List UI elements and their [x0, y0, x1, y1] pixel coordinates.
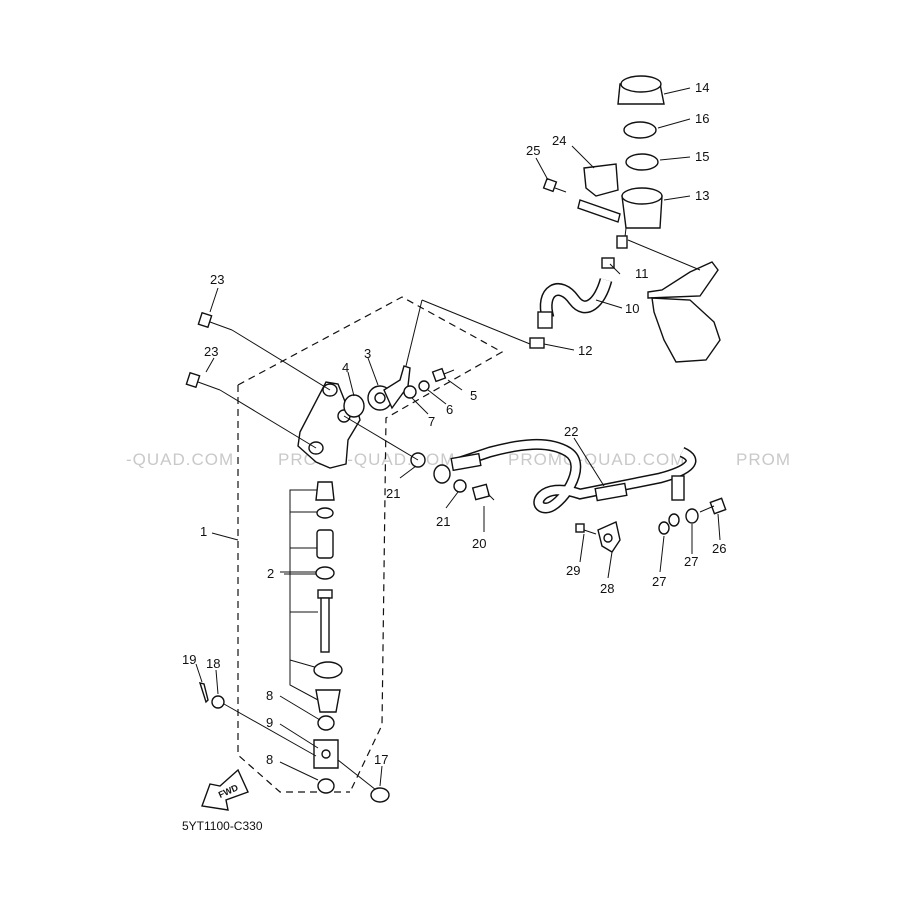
callout-26: 26	[712, 541, 726, 556]
callout-3: 3	[364, 346, 371, 361]
watermark-text-2: PROMO-QUAD.COM	[278, 450, 455, 469]
callout-1: 1	[200, 524, 207, 539]
washer-27-right	[685, 508, 699, 524]
reservoir-holder-24	[577, 163, 621, 223]
bolt-23-lower	[185, 371, 317, 449]
callout-25: 25	[526, 143, 540, 158]
washer-27-left	[658, 521, 670, 535]
plate-15	[625, 153, 659, 171]
hose-end	[537, 311, 553, 329]
callout-12: 12	[578, 343, 592, 358]
leader-1	[211, 532, 239, 541]
watermark-text-4: PROM	[736, 450, 791, 469]
callout-20: 20	[472, 536, 486, 551]
callout-19: 19	[182, 652, 196, 667]
callout-27-right: 27	[684, 554, 698, 569]
callout-labels: 1 2 3 4 5 6 7 8 9 8 10 11 12 13 14 15 16…	[182, 80, 726, 767]
callout-6: 6	[446, 402, 453, 417]
nut-8-lower	[317, 778, 335, 794]
callout-18: 18	[206, 656, 220, 671]
washer-21-lower	[453, 479, 467, 493]
washer-27-middle	[668, 513, 680, 527]
callout-7: 7	[428, 414, 435, 429]
bolt-29	[575, 523, 597, 535]
washer-7	[403, 385, 417, 399]
clip-12	[529, 337, 545, 349]
washer-18	[211, 695, 225, 709]
callout-11: 11	[635, 266, 649, 281]
clip-11	[601, 257, 615, 269]
callout-22: 22	[564, 424, 578, 439]
forward-direction-arrow: FWD	[201, 768, 249, 811]
pin-17	[337, 759, 390, 803]
diaphragm-16	[623, 121, 657, 139]
callout-23-lower: 23	[204, 344, 218, 359]
callout-16: 16	[695, 111, 709, 126]
assembly-boundary	[237, 296, 504, 793]
banjo-end	[433, 464, 451, 484]
leader-2-bracket	[280, 489, 319, 701]
o-ring-4	[343, 394, 365, 418]
callout-8-upper: 8	[266, 688, 273, 703]
union-bolt-20	[471, 483, 495, 501]
reservoir-13	[616, 187, 663, 249]
watermark-text-3: PROMO-QUAD.COM	[508, 450, 685, 469]
bolt-25	[542, 177, 567, 193]
callout-5: 5	[470, 388, 477, 403]
reservoir-cap-14	[617, 75, 665, 105]
nut-8-upper	[317, 715, 335, 731]
callout-21-lower: 21	[436, 514, 450, 529]
callout-8-lower: 8	[266, 752, 273, 767]
callout-24: 24	[552, 133, 566, 148]
screw-5	[431, 367, 455, 383]
callout-9: 9	[266, 715, 273, 730]
hose-routing-line	[405, 299, 423, 367]
callout-17: 17	[374, 752, 388, 767]
callout-29: 29	[566, 563, 580, 578]
washer-6	[418, 380, 430, 392]
callout-28: 28	[600, 581, 614, 596]
piston-kit-2	[313, 481, 343, 713]
callout-21-upper: 21	[386, 486, 400, 501]
clevis-9	[313, 739, 339, 769]
union-bolt-26	[699, 497, 727, 515]
callout-27-left: 27	[652, 574, 666, 589]
diagram-code: 5YT1100-C330	[182, 819, 263, 833]
callout-leaders	[195, 87, 721, 787]
callout-14: 14	[695, 80, 709, 95]
hose-clamp-28	[597, 521, 621, 553]
brake-hose-22	[450, 439, 697, 514]
cotter-pin-19	[198, 682, 209, 704]
hose-joint-3	[367, 365, 411, 411]
callout-13: 13	[695, 188, 709, 203]
watermark-text-1: -QUAD.COM	[126, 450, 234, 469]
callout-4: 4	[342, 360, 349, 375]
callout-10: 10	[625, 301, 639, 316]
callout-15: 15	[695, 149, 709, 164]
callout-2: 2	[267, 566, 274, 581]
callout-23-upper: 23	[210, 272, 224, 287]
bolt-23-upper	[197, 311, 331, 391]
bracket	[647, 261, 721, 363]
